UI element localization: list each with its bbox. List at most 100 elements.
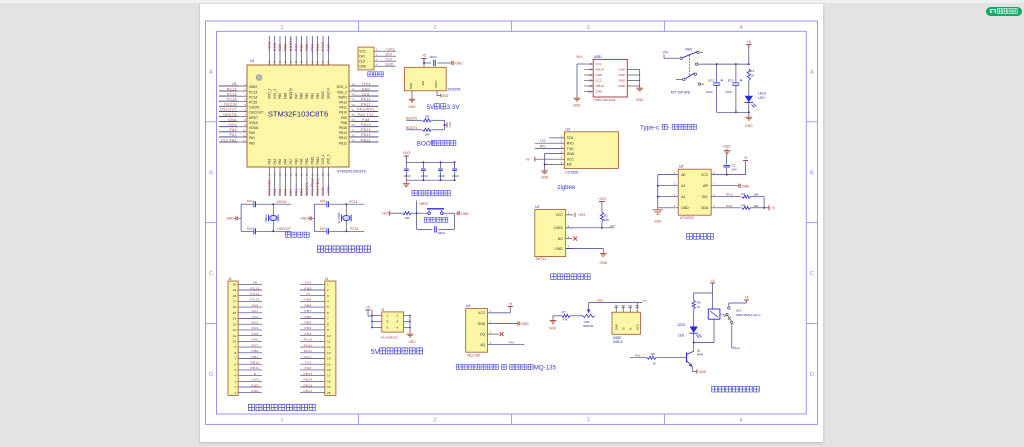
svg-text:STM32F103C8T6: STM32F103C8T6 [268,110,328,119]
svg-text:TX2: TX2 [252,315,259,319]
svg-text:5: 5 [561,156,563,160]
svg-text:3V3: 3V3 [443,94,449,98]
svg-text:2: 2 [376,53,378,57]
svg-text:D: D [810,372,814,378]
svg-text:32.768K: 32.768K [337,212,341,223]
svg-text:31: 31 [352,108,355,112]
svg-text:100nF: 100nF [452,175,460,178]
svg-text:GND: GND [618,68,626,72]
svg-text:D+: D+ [621,326,625,330]
svg-text:+3V3: +3V3 [578,213,586,217]
svg-text:PB0: PB0 [294,158,298,164]
svg-text:4: 4 [244,98,246,102]
svg-text:1: 1 [490,309,492,313]
svg-text:U4: U4 [466,304,470,308]
svg-text:LED2: LED2 [677,323,685,327]
svg-text:24: 24 [328,173,330,176]
svg-text:MQ-135: MQ-135 [467,354,479,358]
svg-text:PB9: PB9 [278,44,282,51]
svg-text:PA12: PA12 [361,98,371,102]
svg-text:OSCIN: OSCIN [249,106,260,110]
svg-text:100nF: 100nF [438,231,446,235]
svg-text:PA15: PA15 [321,91,325,99]
svg-text:1: 1 [568,211,570,215]
svg-text:+5: +5 [422,54,426,58]
svg-text:DIO: DIO [359,54,365,58]
svg-text:DQ: DQ [480,332,485,336]
svg-text:PB14: PB14 [339,131,347,135]
svg-text:PC15: PC15 [227,98,237,102]
svg-text:PC13: PC13 [250,286,259,290]
svg-text:PA5: PA5 [597,299,603,303]
svg-text:32: 32 [352,103,355,107]
svg-text:NRST: NRST [249,116,258,120]
svg-text:SCL: SCL [702,195,709,199]
svg-text:OSCIN: OSCIN [276,200,287,204]
svg-text:A9: A9 [589,69,593,72]
svg-text:1: 1 [234,391,236,395]
svg-text:PA3: PA3 [268,158,272,164]
svg-text:8: 8 [244,118,246,122]
svg-text:R1: R1 [750,69,754,73]
svg-text:TX2: TX2 [540,139,546,143]
svg-text:GND: GND [555,247,563,251]
svg-text:PB13: PB13 [361,133,371,137]
svg-text:46: 46 [280,60,282,63]
svg-text:R6: R6 [651,352,655,356]
svg-text:10K: 10K [754,193,759,197]
svg-text:VB: VB [232,82,238,86]
svg-text:6: 6 [327,311,329,315]
svg-text:USB-A: USB-A [613,340,624,344]
svg-text:PA8: PA8 [341,121,347,125]
svg-text:14: 14 [327,357,331,361]
svg-text:GND: GND [455,62,463,66]
svg-text:VBUS: VBUS [595,68,603,72]
svg-text:BOOT0: BOOT0 [289,38,293,51]
svg-text:1: 1 [561,134,563,138]
svg-text:4: 4 [396,320,398,324]
svg-text:30pF: 30pF [247,199,253,203]
svg-text:PA11: PA11 [361,103,371,107]
svg-text:PB7: PB7 [305,309,312,313]
svg-text:PA9: PA9 [341,116,347,120]
svg-text:PA12: PA12 [304,343,313,347]
svg-text:PA4: PA4 [252,326,259,330]
svg-text:3V3: 3V3 [305,281,312,285]
svg-text:PA4: PA4 [509,341,515,345]
svg-text:PA10RX1: PA10RX1 [357,108,375,112]
svg-text:R4: R4 [742,203,746,207]
svg-text:CC2530: CC2530 [565,171,578,175]
svg-text:PA5: PA5 [252,332,259,336]
svg-text:4: 4 [561,150,563,154]
svg-text:11: 11 [243,133,246,137]
svg-text:VBUS: VBUS [595,84,603,88]
svg-text:PA7: PA7 [610,224,616,228]
svg-text:PC15: PC15 [250,298,259,302]
svg-text:NC: NC [558,237,563,241]
svg-text:PA6: PA6 [635,354,641,358]
svg-text:PB8: PB8 [305,303,312,307]
svg-text:+3V3: +3V3 [598,197,606,201]
svg-text:GND: GND [573,104,581,108]
svg-text:3: 3 [586,418,589,424]
svg-text:40: 40 [312,60,314,63]
svg-text:U3: U3 [566,127,570,131]
svg-text:8MHz: 8MHz [264,214,268,222]
svg-text:RX2: RX2 [540,144,546,148]
svg-text:3: 3 [386,320,388,324]
svg-text:PB2: PB2 [305,158,309,164]
svg-text:4: 4 [490,341,492,345]
svg-text:TX3 PB10: TX3 PB10 [311,178,315,196]
svg-text:Type-c: Type-c [640,125,660,132]
svg-text:100nF: 100nF [404,175,412,178]
svg-text:SDA: SDA [701,206,709,210]
svg-text:5: 5 [327,305,329,309]
svg-text:19: 19 [302,173,304,176]
svg-text:100nF: 100nF [421,175,429,178]
svg-text:GND: GND [699,370,707,374]
svg-text:SWIO: SWIO [338,95,347,99]
svg-text:7: 7 [234,357,236,361]
svg-text:PA1: PA1 [252,309,259,313]
svg-text:PA11: PA11 [339,106,347,110]
svg-text:PB11: PB11 [251,366,260,370]
